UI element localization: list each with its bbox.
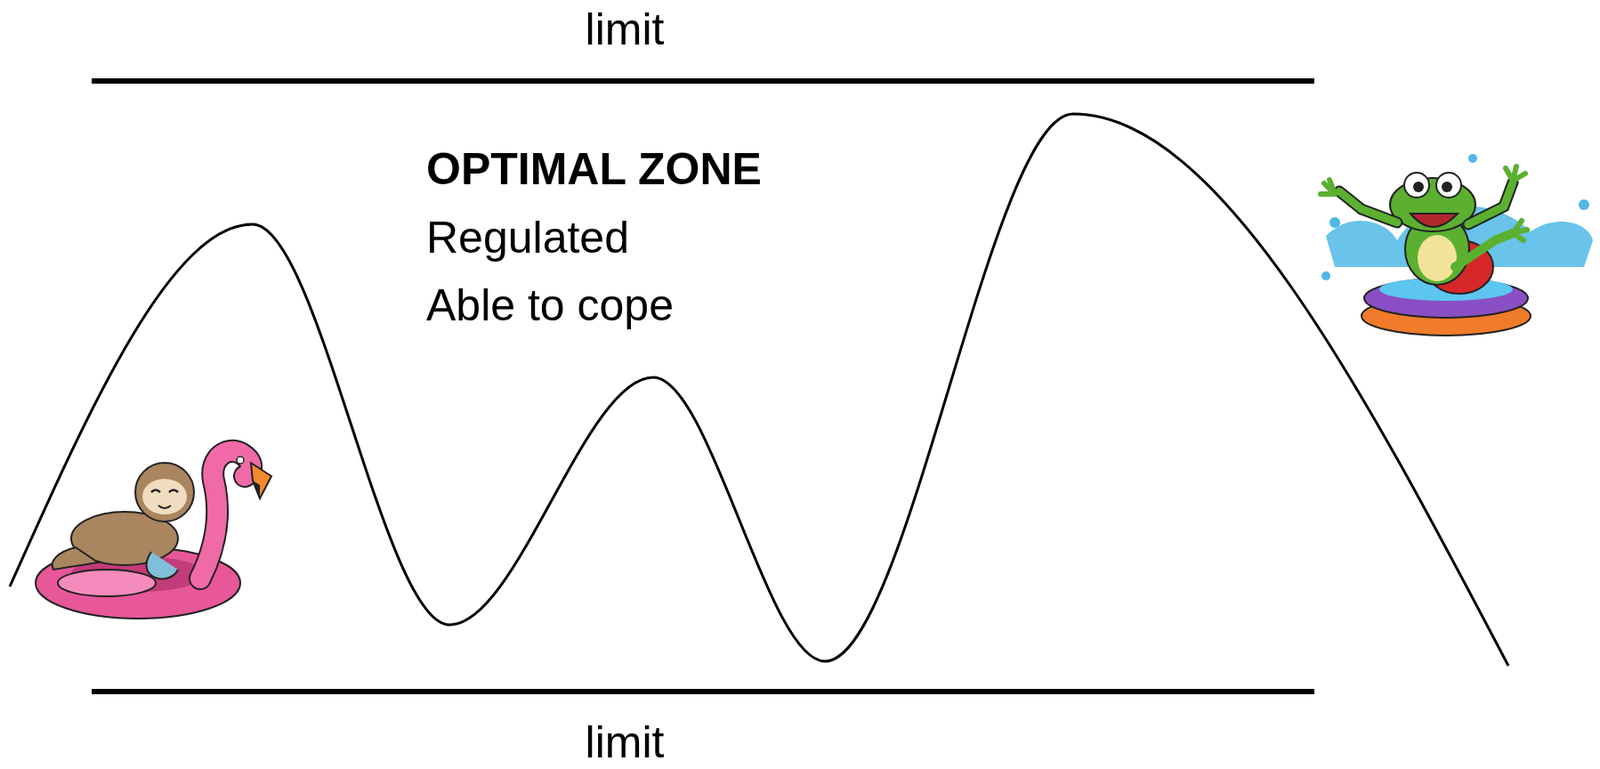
- arousal-curve: [9, 113, 1509, 666]
- frog-in-pool: [1320, 153, 1593, 336]
- upper-limit-line: [91, 78, 1315, 84]
- zone-note: Able to cope: [426, 281, 674, 331]
- sloth-on-flamingo: [35, 451, 272, 619]
- limit-label: limit: [585, 5, 665, 55]
- zone-note: Regulated: [426, 213, 630, 263]
- arousal-curve-group: [9, 113, 1509, 666]
- limit-label: limit: [585, 718, 665, 768]
- lower-limit-line: [91, 688, 1315, 695]
- zone-heading: OPTIMAL ZONE: [426, 145, 762, 194]
